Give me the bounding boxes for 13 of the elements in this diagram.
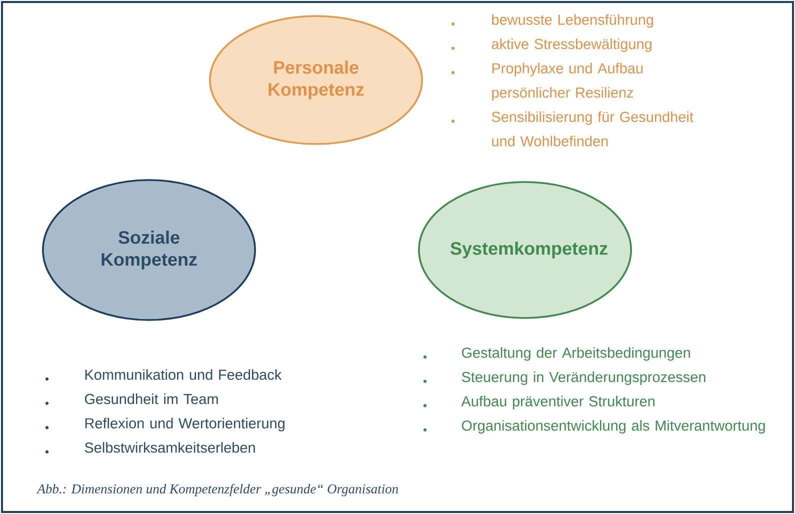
bullet-item: Steuerung in Veränderungsprozessen (462, 372, 706, 386)
bullet-item: bewusste Lebensführung (492, 14, 654, 28)
bullet-item: Selbstwirksamkeitserleben (84, 442, 255, 453)
bullet-item: Gestaltung der Arbeitsbedingungen (462, 347, 690, 361)
bullet-item: Kommunikation und Feedback (85, 369, 282, 380)
bullet-item: Sensibilisierung für Gesundheit und Wohlbefinden (492, 111, 694, 146)
caption: Abb.: Dimensionen und Kompetenzfelder „gesunde“ Organisation (36, 484, 398, 496)
bullet-item: Organisationsentwicklung als Mitverantwortung (462, 420, 765, 434)
bullet-item: Reflexion und Wertorientierung (85, 418, 284, 432)
bullet-item: Prophylaxe und Aufbau persönlicher Resilienz (492, 62, 643, 101)
bullet-item: aktive Stressbewältigung (492, 38, 652, 52)
bullet-item: Gesundheit im Team (84, 394, 218, 404)
bullet-item: Aufbau präventiver Strukturen (461, 396, 654, 410)
